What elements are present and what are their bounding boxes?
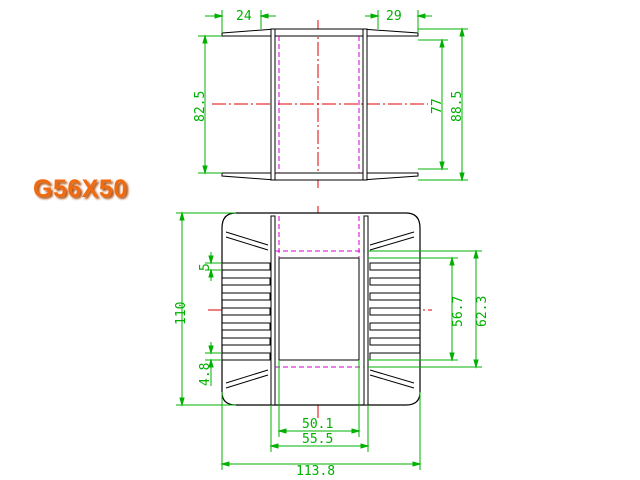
right-post: [363, 215, 369, 406]
left-fins: [221, 262, 271, 361]
flange-slots: [225, 231, 415, 389]
core-window: [278, 257, 360, 361]
dim-flange-spacing: 55.5: [302, 432, 333, 447]
top-view: 24 29 82.5 77 88.5: [193, 9, 468, 188]
top-flange: [221, 28, 419, 37]
dim-left-height: 82.5: [193, 91, 208, 122]
dim-overall-width: 113.8: [296, 464, 335, 479]
dim-right-inner: 77: [430, 98, 445, 114]
dim-inner-height: 56.7: [451, 296, 466, 327]
left-wall: [270, 28, 276, 181]
dim-window-width: 50.1: [302, 417, 333, 432]
front-view: 110 5 4.8 56.7 62.3 50.1 55.5 113.8: [174, 206, 490, 479]
dim-overall-height: 110: [174, 302, 189, 325]
dim-top-left: 24: [236, 9, 252, 24]
left-post: [270, 215, 276, 406]
dim-slot-width: 5: [198, 263, 213, 271]
dim-slot-bottom: 4.8: [198, 363, 213, 386]
front-hidden-lines: [275, 216, 364, 405]
model-label: G56X50: [33, 175, 128, 203]
bottom-flange: [221, 172, 419, 181]
dim-right-outer: 88.5: [450, 91, 465, 122]
dim-top-right: 29: [386, 9, 402, 24]
dim-window-height: 62.3: [475, 296, 490, 327]
right-fins: [369, 262, 421, 361]
right-wall: [362, 28, 368, 181]
